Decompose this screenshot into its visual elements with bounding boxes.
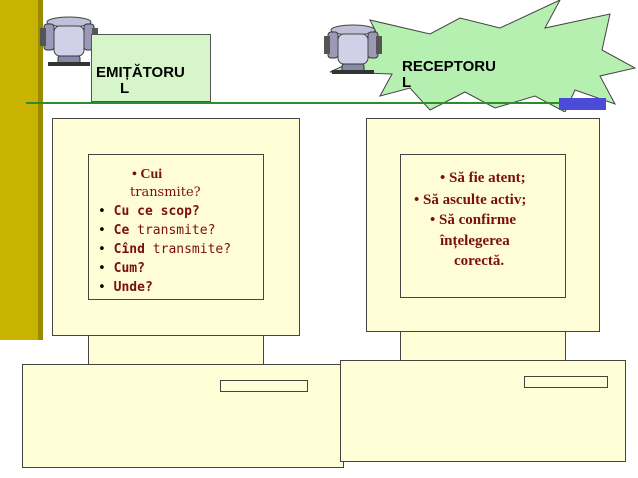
sender-monitor-neck — [88, 335, 264, 365]
sender-item-0: • Cui — [132, 167, 163, 182]
sender-item-4: • Cînd transmite? — [98, 242, 232, 257]
sender-item-3: • Ce transmite? — [98, 223, 216, 238]
receiver-screen — [400, 154, 566, 298]
sender-item-2: • Cu ce scop? — [98, 204, 200, 219]
sidebar-edge — [38, 0, 43, 340]
sender-screen — [88, 154, 264, 300]
sender-label-line1: EMIȚĂTORU — [96, 64, 185, 81]
sender-item-5: • Cum? — [98, 261, 145, 276]
receiver-label-line1: RECEPTORU — [402, 58, 496, 75]
receiver-monitor-neck — [400, 331, 566, 361]
receiver-item-2: • Să confirme — [430, 212, 517, 228]
receiver-drive-slot — [524, 376, 608, 388]
sender-label-line2: L — [120, 80, 130, 97]
sender-item-1: transmite? — [130, 185, 201, 200]
blue-bar — [559, 98, 606, 110]
divider-line — [26, 102, 606, 104]
sidebar-strip — [0, 0, 38, 340]
speech-burst — [329, 0, 637, 112]
receiver-item-3: înțelegerea — [440, 233, 510, 249]
sender-label-box — [91, 34, 211, 102]
chair-icon — [324, 24, 382, 74]
receiver-item-4: corectă. — [454, 253, 505, 269]
receiver-label-line2: L — [402, 74, 412, 91]
sender-drive-slot — [220, 380, 308, 392]
receiver-item-0: • Să fie atent; — [440, 170, 526, 186]
sender-item-6: • Unde? — [98, 280, 153, 295]
receiver-item-1: • Să asculte activ; — [414, 192, 527, 208]
